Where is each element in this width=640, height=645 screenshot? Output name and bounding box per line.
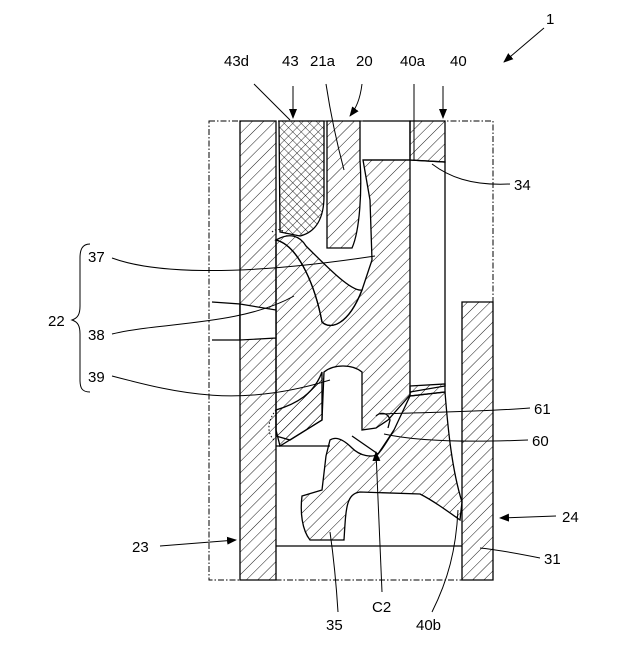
label-31: 31 xyxy=(544,551,561,568)
arrow-24 xyxy=(500,516,556,518)
label-43d: 43d xyxy=(224,53,249,70)
arrow-20 xyxy=(350,84,362,116)
part-20 xyxy=(327,121,361,248)
label-24: 24 xyxy=(562,509,579,526)
label-40b: 40b xyxy=(416,617,441,634)
label-21a: 21a xyxy=(310,53,336,70)
label-40a: 40a xyxy=(400,53,426,70)
label-60: 60 xyxy=(532,433,549,450)
label-61: 61 xyxy=(534,401,551,418)
part-40-inner xyxy=(363,121,410,160)
leader-40b xyxy=(432,510,458,612)
part-43 xyxy=(279,121,324,236)
label-23: 23 xyxy=(132,539,149,556)
label-40: 40 xyxy=(450,53,467,70)
part-34 xyxy=(410,160,445,392)
leader-35 xyxy=(330,532,338,612)
leader-43d xyxy=(254,84,290,120)
label-c2: C2 xyxy=(372,599,391,616)
label-35: 35 xyxy=(326,617,343,634)
arrow-fig1 xyxy=(504,28,544,62)
part-40-top xyxy=(410,121,445,162)
leader-34 xyxy=(432,164,510,184)
wall-opening xyxy=(240,304,276,340)
label-38: 38 xyxy=(88,327,105,344)
label-34: 34 xyxy=(514,177,531,194)
figure-number: 1 xyxy=(546,11,554,28)
label-20: 20 xyxy=(356,53,373,70)
wall-23 xyxy=(240,121,276,580)
wall-opening-hatch xyxy=(212,302,240,340)
label-39: 39 xyxy=(88,369,105,386)
label-37: 37 xyxy=(88,249,105,266)
arrow-23 xyxy=(160,540,236,546)
label-43: 43 xyxy=(282,53,299,70)
label-22: 22 xyxy=(48,313,65,330)
